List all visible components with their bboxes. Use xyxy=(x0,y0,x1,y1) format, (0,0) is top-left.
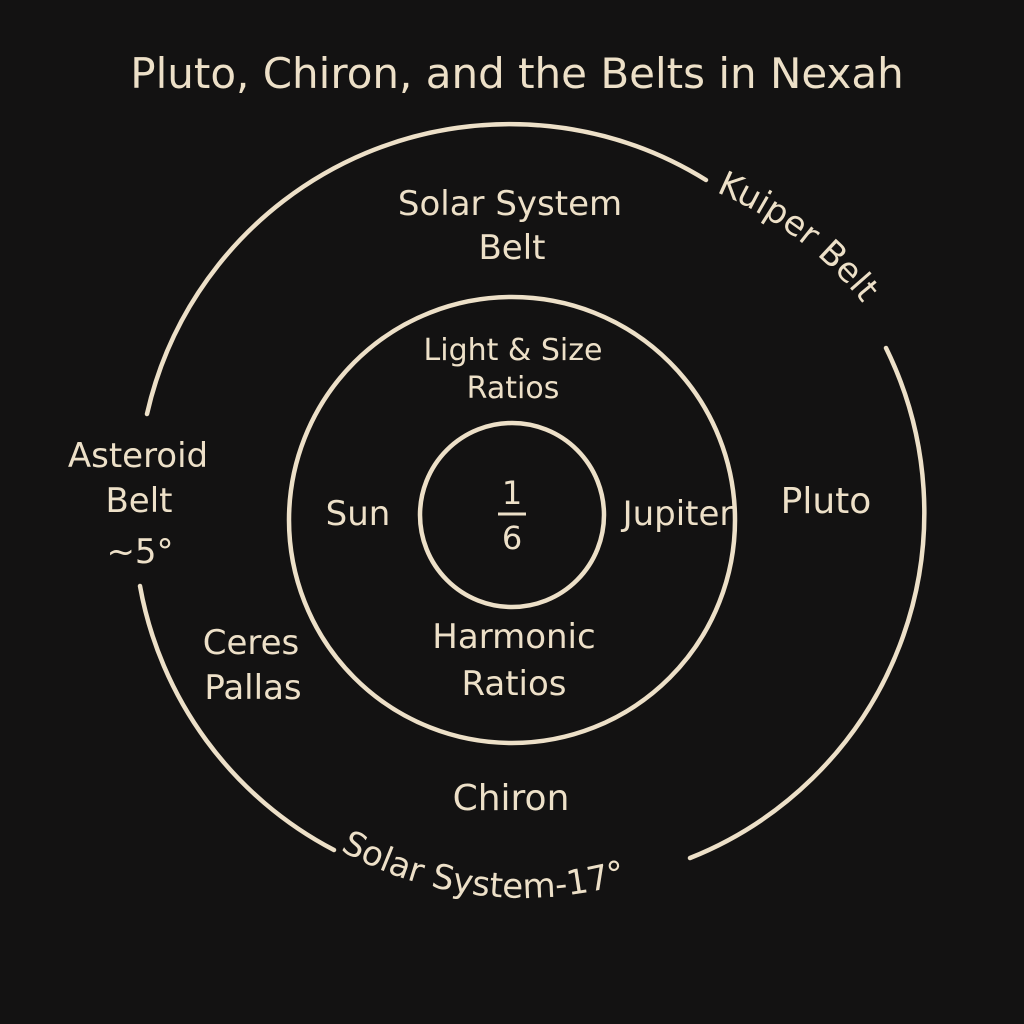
solar-system-belt-label-line1: Solar System xyxy=(398,184,622,224)
ceres-label: Ceres xyxy=(203,623,300,663)
jupiter-label: Jupiter xyxy=(621,494,734,534)
chiron-label: Chiron xyxy=(453,778,570,819)
inner-ring xyxy=(417,420,607,610)
asteroid-belt-label-line2: Belt xyxy=(105,481,172,521)
harmonic-ratios-label-line2: Ratios xyxy=(461,664,566,704)
solar-system-belt-label-line2: Belt xyxy=(478,228,545,268)
outer-ring-arc-top xyxy=(144,121,709,417)
sun-label: Sun xyxy=(326,494,391,534)
light-size-ratios-label-line1: Light & Size xyxy=(424,333,603,368)
pluto-label: Pluto xyxy=(781,481,872,522)
solar-system-arc-label: Solar System-17° xyxy=(336,823,630,908)
diagram-title: Pluto, Chiron, and the Belts in Nexah xyxy=(130,49,904,98)
asteroid-belt-degree-label: ~5° xyxy=(106,532,173,572)
kuiper-belt-label: Kuiper Belt xyxy=(712,164,886,309)
middle-ring xyxy=(286,294,738,746)
fraction-numerator: 1 xyxy=(502,474,522,512)
light-size-ratios-label-line2: Ratios xyxy=(467,371,560,406)
outer-ring-arc-right xyxy=(687,345,927,861)
fraction-denominator: 6 xyxy=(502,519,522,557)
outer-ring-arc-bottom-left xyxy=(137,583,337,853)
harmonic-ratios-label-line1: Harmonic xyxy=(432,617,595,657)
pallas-label: Pallas xyxy=(204,668,301,708)
asteroid-belt-label-line1: Asteroid xyxy=(68,436,208,476)
